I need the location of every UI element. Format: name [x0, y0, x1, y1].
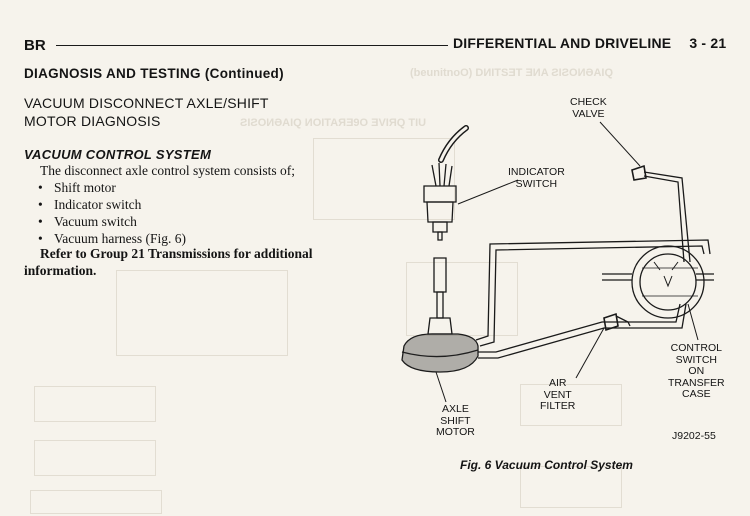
- list-item: Vacuum switch: [38, 213, 186, 230]
- vacuum-hose-upper: [475, 239, 711, 341]
- leader-check-valve: [599, 121, 641, 167]
- air-vent-filter: [603, 312, 619, 332]
- header-rule: [56, 45, 448, 46]
- leader-control-switch: [687, 303, 699, 341]
- shift-motor-shaft: [433, 257, 447, 293]
- leader-axle-motor: [435, 371, 447, 403]
- header-chapter-title: DIFFERENTIAL AND DRIVELINE: [453, 35, 672, 51]
- check-valve: [631, 164, 647, 181]
- label-check-valve: CHECK VALVE: [570, 96, 607, 120]
- label-axle-shift-motor: AXLE SHIFT MOTOR: [436, 403, 475, 438]
- figure-code: J9202-55: [672, 430, 716, 442]
- header-section-code: BR: [24, 37, 46, 54]
- vacuum-hose-lower: [478, 303, 681, 353]
- control-switch: [631, 245, 705, 319]
- intro-text: The disconnect axle control system consi…: [40, 163, 295, 178]
- leader-indicator-switch: [457, 179, 519, 205]
- list-item: Indicator switch: [38, 196, 186, 213]
- indicator-wire-sheath: [439, 126, 468, 162]
- header-chapter: DIFFERENTIAL AND DRIVELINE 3 - 21: [453, 35, 726, 51]
- label-control-switch: CONTROL SWITCH ON TRANSFER CASE: [668, 342, 725, 400]
- list-item: Shift motor: [38, 179, 186, 196]
- leader-air-vent: [575, 327, 605, 379]
- indicator-switch-body: [423, 185, 457, 203]
- reference-note: Refer to Group 21 Transmissions for addi…: [24, 246, 313, 278]
- page-number: 3 - 21: [689, 35, 727, 51]
- label-indicator-switch: INDICATOR SWITCH: [508, 166, 565, 190]
- subsection-title: VACUUM DISCONNECT AXLE/SHIFT MOTOR DIAGN…: [24, 95, 269, 129]
- subsubsection-title: VACUUM CONTROL SYSTEM: [24, 147, 212, 162]
- figure-caption: Fig. 6 Vacuum Control System: [460, 458, 633, 472]
- axle-shift-motor-housing: [401, 333, 479, 373]
- list-item: Vacuum harness (Fig. 6): [38, 230, 186, 247]
- component-list: Shift motor Indicator switch Vacuum swit…: [38, 179, 186, 247]
- section-title: DIAGNOSIS AND TESTING (Continued): [24, 66, 284, 81]
- label-air-vent-filter: AIR VENT FILTER: [540, 377, 576, 412]
